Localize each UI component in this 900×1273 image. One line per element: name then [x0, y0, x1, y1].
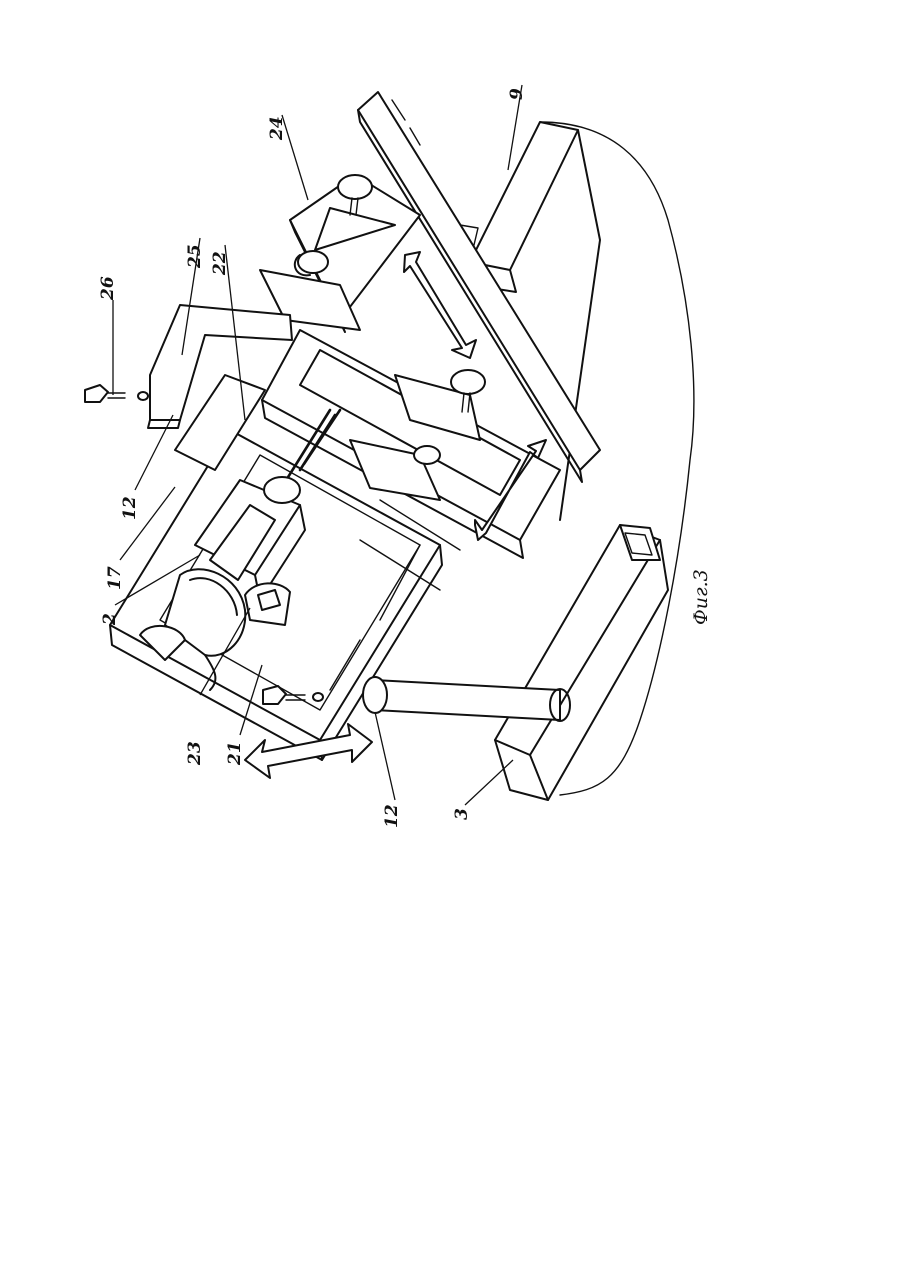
figure-caption: Фиг.3	[690, 569, 712, 625]
label-2: 2	[100, 613, 120, 626]
label-25: 25	[185, 244, 205, 269]
label-21: 21	[225, 741, 245, 766]
bolt-26	[85, 385, 148, 402]
label-12-top: 12	[120, 496, 140, 520]
label-23: 23	[185, 741, 205, 766]
label-26: 26	[98, 276, 118, 301]
label-17: 17	[105, 566, 125, 590]
label-9: 9	[507, 88, 527, 100]
base-beam-3	[495, 525, 668, 800]
label-24: 24	[267, 116, 287, 141]
label-22: 22	[210, 251, 230, 276]
label-3: 3	[452, 808, 472, 820]
label-12-bottom: 12	[382, 804, 402, 828]
